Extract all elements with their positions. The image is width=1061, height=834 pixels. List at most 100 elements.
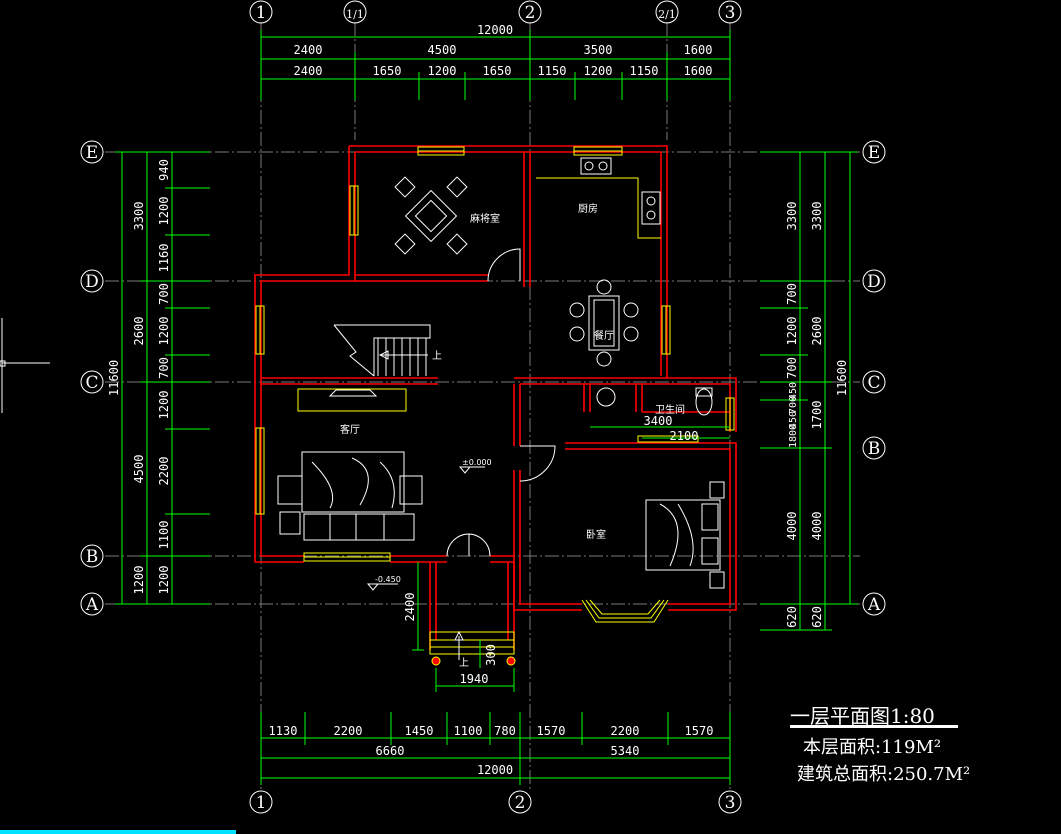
dim-right-total: 11600 bbox=[835, 360, 849, 396]
axis-label-top-2: 2 bbox=[525, 3, 536, 23]
dim-right-r2-3: 700 bbox=[785, 357, 799, 379]
dim-left-r2-6: 1200 bbox=[157, 391, 171, 420]
dim-right-r2-0: 3300 bbox=[785, 202, 799, 231]
axis-label-top-1: 1 bbox=[256, 3, 267, 23]
dim-left-r2-5: 700 bbox=[157, 357, 171, 379]
dim-bath-width-2: 2100 bbox=[670, 429, 699, 443]
axis-label-right-A: A bbox=[867, 595, 881, 615]
dim-left-total: 11600 bbox=[107, 360, 121, 396]
axis-label-right-B: B bbox=[868, 439, 881, 459]
dim-bottom-r1-7: 1570 bbox=[685, 724, 714, 738]
dim-top-total: 12000 bbox=[477, 23, 513, 37]
dimensions-right: 11600 3300 2600 1700 4000 620 3300 700 1… bbox=[760, 151, 858, 631]
dim-top-r1-3: 1600 bbox=[684, 43, 713, 57]
level-floor-text: ±0.000 bbox=[462, 458, 492, 467]
title-underline bbox=[790, 725, 958, 728]
bed-icon bbox=[645, 481, 725, 589]
tv-icon bbox=[328, 389, 378, 397]
room-label-living: 客厅 bbox=[340, 423, 360, 436]
dim-right-r1-4: 620 bbox=[810, 606, 824, 628]
dim-bath-width: 3400 bbox=[644, 414, 673, 428]
dim-bottom-r1-4: 780 bbox=[494, 724, 516, 738]
dim-right-r1-1: 2600 bbox=[810, 317, 824, 346]
axis-label-left-C: C bbox=[85, 373, 98, 393]
room-label-dining: 餐厅 bbox=[594, 329, 614, 342]
dim-bottom-r1-3: 1100 bbox=[454, 724, 483, 738]
porch-steps bbox=[429, 630, 516, 666]
dim-top-r2-7: 1600 bbox=[684, 64, 713, 78]
dim-left-r2-9: 1200 bbox=[157, 566, 171, 595]
dim-top-r1-0: 2400 bbox=[294, 43, 323, 57]
dim-left-r2-7: 2200 bbox=[157, 457, 171, 486]
dim-left-r1-1: 2600 bbox=[132, 317, 146, 346]
axis-label-left-A: A bbox=[85, 595, 99, 615]
dim-left-r1-2: 4500 bbox=[132, 455, 146, 484]
axis-label-top-1-1: 1/1 bbox=[346, 8, 364, 21]
dim-right-r2-1: 700 bbox=[785, 283, 799, 305]
axis-label-bottom-3: 3 bbox=[725, 793, 736, 813]
dim-bottom-total: 12000 bbox=[477, 763, 513, 777]
dim-left-r1-0: 3300 bbox=[132, 202, 146, 231]
dim-porch-height: 2400 bbox=[403, 593, 417, 622]
room-label-kitchen: 厨房 bbox=[578, 202, 598, 215]
floor-area-text: 本层面积:119M² bbox=[803, 737, 942, 758]
dim-top-r2-2: 1200 bbox=[428, 64, 457, 78]
bedroom-door-swing-icon bbox=[519, 445, 556, 482]
dim-top-r2-6: 1150 bbox=[630, 64, 659, 78]
dim-left-r1-3: 1200 bbox=[132, 566, 146, 595]
dim-bottom-r2-1: 5340 bbox=[611, 744, 640, 758]
dim-bottom-r1-1: 2200 bbox=[334, 724, 363, 738]
entrance-door-icon bbox=[446, 533, 491, 557]
axis-bubbles-left: E D C B A bbox=[80, 140, 104, 616]
dim-right-r1-0: 3300 bbox=[810, 202, 824, 231]
windows bbox=[255, 146, 735, 623]
axis-label-top-3: 3 bbox=[725, 3, 736, 23]
crosshair-cursor-icon bbox=[0, 318, 50, 413]
axis-label-right-D: D bbox=[867, 272, 881, 292]
dim-bottom-r1-2: 1450 bbox=[405, 724, 434, 738]
axis-label-right-C: C bbox=[867, 373, 880, 393]
axis-bubbles-bottom: 1 2 3 bbox=[249, 790, 742, 814]
axis-label-left-E: E bbox=[86, 143, 98, 163]
dim-bottom-r1-0: 1130 bbox=[269, 724, 298, 738]
dim-top-r2-4: 1150 bbox=[538, 64, 567, 78]
dim-top-r2-3: 1650 bbox=[483, 64, 512, 78]
dimensions-inner: 3400 2100 2400 1940 300 bbox=[403, 414, 730, 692]
room-label-mahjong: 麻将室 bbox=[470, 212, 500, 225]
axis-label-bottom-2: 2 bbox=[515, 793, 526, 813]
dim-bottom-r2-0: 6660 bbox=[376, 744, 405, 758]
walls bbox=[254, 145, 737, 650]
sink-icon bbox=[580, 157, 612, 175]
axis-label-right-E: E bbox=[868, 143, 880, 163]
staircase-icon bbox=[333, 324, 431, 377]
dim-right-r2-5: 700 bbox=[788, 396, 799, 414]
dim-left-r2-2: 1160 bbox=[157, 244, 171, 273]
washbasin-icon bbox=[596, 387, 616, 407]
dim-right-r2-4: 450 bbox=[788, 382, 799, 400]
porch-up-label: 上 bbox=[459, 657, 469, 669]
kitchen-counter bbox=[536, 177, 661, 239]
drawing-title: 一层平面图1:80 bbox=[790, 704, 935, 728]
level-outside-text: -0.450 bbox=[375, 575, 401, 584]
dim-right-r2-2: 1200 bbox=[785, 317, 799, 346]
toilet-icon bbox=[695, 388, 713, 416]
dimensions-top: 12000 2400 4500 3500 1600 2400 1650 1200… bbox=[260, 23, 731, 100]
dim-top-r1-2: 3500 bbox=[584, 43, 613, 57]
level-marker-floor bbox=[458, 466, 485, 474]
dim-right-r1-3: 4000 bbox=[810, 512, 824, 541]
room-label-bedroom: 卧室 bbox=[586, 528, 606, 541]
axis-bubbles-top: 1 1/1 2 2/1 3 bbox=[249, 0, 742, 24]
dim-left-r2-1: 1200 bbox=[157, 197, 171, 226]
sofa-set-icon bbox=[277, 451, 423, 541]
tv-cabinet bbox=[297, 388, 407, 412]
dim-top-r2-5: 1200 bbox=[584, 64, 613, 78]
room-labels: 麻将室 厨房 餐厅 卫生间 客厅 卧室 上 上 ±0.000 -0.450 bbox=[340, 202, 685, 669]
dim-step: 300 bbox=[484, 644, 498, 666]
room-label-bathroom: 卫生间 bbox=[655, 403, 685, 416]
dim-top-r1-1: 4500 bbox=[428, 43, 457, 57]
dim-left-r2-8: 1100 bbox=[157, 521, 171, 550]
dim-porch-width: 1940 bbox=[460, 672, 489, 686]
furniture bbox=[277, 157, 725, 666]
axis-bubbles-right: E D C B A bbox=[862, 140, 886, 616]
